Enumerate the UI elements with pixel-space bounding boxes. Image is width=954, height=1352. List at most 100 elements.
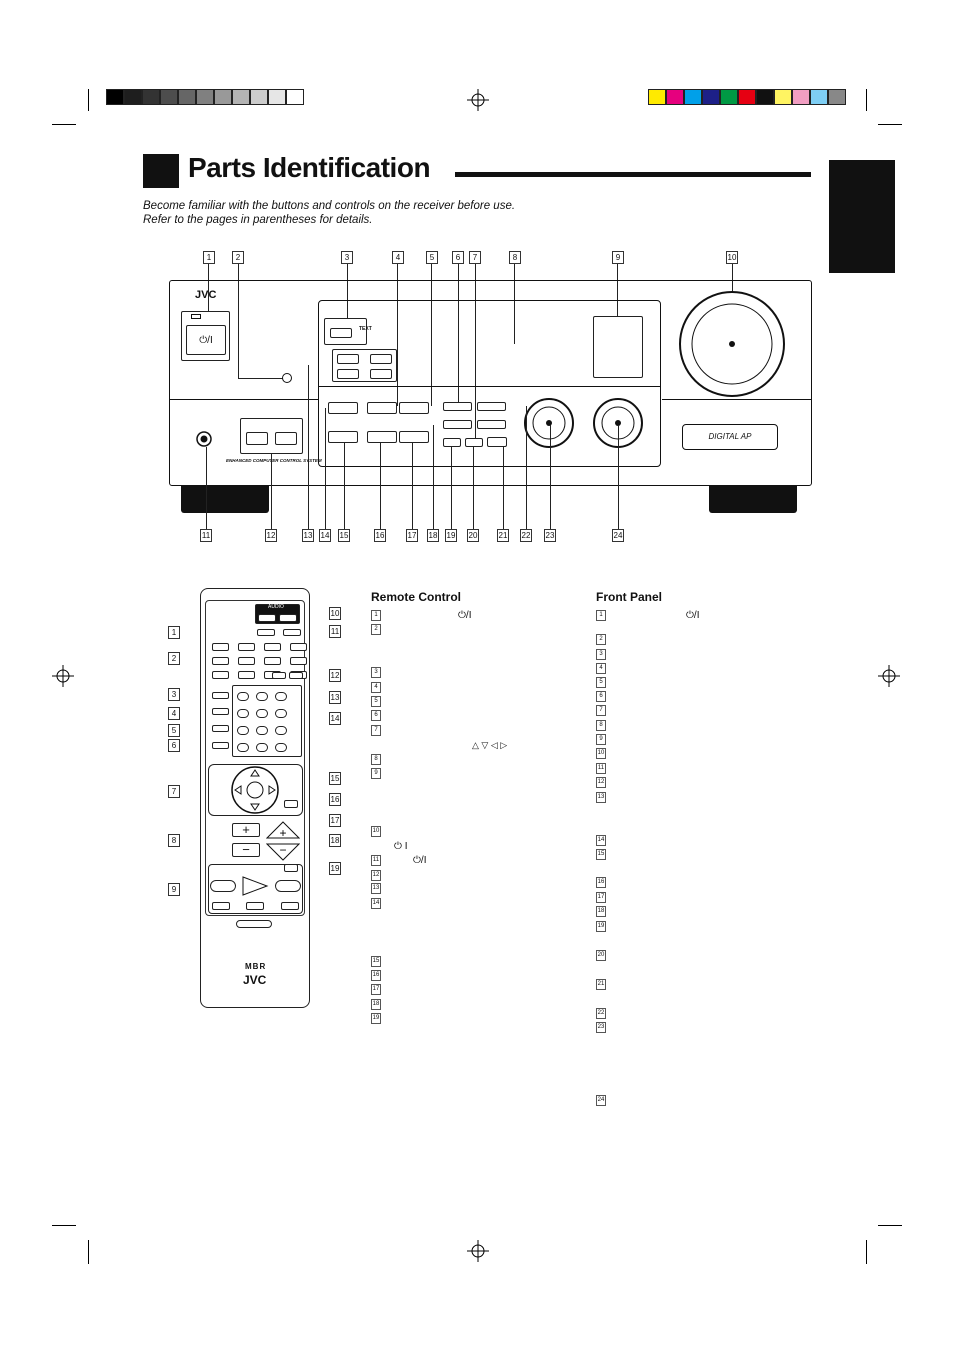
remote-item-number: 7 <box>371 725 381 736</box>
text-button[interactable] <box>330 328 352 338</box>
remote-button-4[interactable] <box>212 708 229 715</box>
callout-12: 12 <box>265 529 277 542</box>
remote-callout-3: 3 <box>168 688 180 701</box>
remote-control <box>200 588 310 1008</box>
remote-standby-button[interactable] <box>258 614 276 622</box>
input-button-3[interactable] <box>399 402 429 414</box>
remote-source-button[interactable] <box>238 643 255 651</box>
mode-button-1[interactable] <box>443 438 461 447</box>
front-power-symbol: ⏻/I <box>686 610 700 621</box>
callout-14: 14 <box>319 529 331 542</box>
input-button-4[interactable] <box>328 431 358 443</box>
remote-stop-button[interactable] <box>246 902 264 910</box>
remote-number-button[interactable] <box>237 743 249 752</box>
remote-source-button[interactable] <box>238 671 255 679</box>
callout-3: 3 <box>341 251 353 264</box>
crop-mark <box>88 1240 89 1264</box>
color-swatch <box>666 89 684 105</box>
remote-ch-up-button[interactable]: + <box>266 821 300 839</box>
remote-number-button[interactable] <box>256 709 268 718</box>
remote-button-16[interactable] <box>284 800 298 808</box>
multi-jog-knob[interactable] <box>523 397 575 449</box>
remote-callout-18: 18 <box>329 834 341 847</box>
remote-rec-button[interactable] <box>212 902 230 910</box>
remote-source-button[interactable] <box>238 657 255 665</box>
remote-power-2[interactable] <box>283 629 301 636</box>
remote-callout-8: 8 <box>168 834 180 847</box>
remote-number-button[interactable] <box>237 709 249 718</box>
input-button-6[interactable] <box>399 431 429 443</box>
front-item-number: 12 <box>596 777 606 788</box>
remote-item-number: 2 <box>371 624 381 635</box>
remote-button-6[interactable] <box>212 742 229 749</box>
color-swatch <box>648 89 666 105</box>
callout-17: 17 <box>406 529 418 542</box>
remote-item-number: 5 <box>371 696 381 707</box>
remote-number-button[interactable] <box>275 726 287 735</box>
input-button-1[interactable] <box>328 402 358 414</box>
callout-15: 15 <box>338 529 350 542</box>
remote-button-12a[interactable] <box>272 672 286 679</box>
speaker-a-button[interactable] <box>246 432 268 445</box>
remote-source-button[interactable] <box>264 657 281 665</box>
source-button-2[interactable] <box>370 354 392 364</box>
remote-number-button[interactable] <box>256 726 268 735</box>
remote-number-button[interactable] <box>256 743 268 752</box>
remote-source-button[interactable] <box>212 657 229 665</box>
remote-callout-5: 5 <box>168 724 180 737</box>
mode-button-2[interactable] <box>465 438 483 447</box>
remote-bottom-button[interactable] <box>236 920 272 928</box>
remote-button-19[interactable] <box>284 864 298 872</box>
surround-button-1[interactable] <box>443 402 472 411</box>
remote-number-button[interactable] <box>237 692 249 701</box>
power-button[interactable]: ⏻/I <box>186 325 226 355</box>
remote-button-5[interactable] <box>212 725 229 732</box>
remote-source-button[interactable] <box>290 643 307 651</box>
remote-number-button[interactable] <box>256 692 268 701</box>
remote-callout-15: 15 <box>329 772 341 785</box>
remote-vol-up-button[interactable]: + <box>232 823 260 837</box>
remote-source-button[interactable] <box>212 643 229 651</box>
remote-ff-button[interactable] <box>275 880 301 892</box>
source-button-3[interactable] <box>337 369 359 379</box>
remote-ch-down-button[interactable]: − <box>266 843 300 861</box>
remote-source-button[interactable] <box>212 671 229 679</box>
remote-dpad[interactable] <box>229 764 281 816</box>
gray-swatch <box>106 89 124 105</box>
remote-on-button[interactable] <box>279 614 297 622</box>
remote-power-1[interactable] <box>257 629 275 636</box>
brand-logo: JVC <box>195 289 217 301</box>
remote-source-button[interactable] <box>264 643 281 651</box>
remote-pause-button[interactable] <box>281 902 299 910</box>
remote-button-3[interactable] <box>212 692 229 699</box>
remote-source-button[interactable] <box>290 657 307 665</box>
language-tab <box>829 160 895 273</box>
callout-20: 20 <box>467 529 479 542</box>
source-button-4[interactable] <box>370 369 392 379</box>
remote-item-number: 4 <box>371 682 381 693</box>
remote-vol-down-button[interactable]: − <box>232 843 260 857</box>
remote-button-12b[interactable] <box>289 672 303 679</box>
input-button-2[interactable] <box>367 402 397 414</box>
source-button-1[interactable] <box>337 354 359 364</box>
input-button-5[interactable] <box>367 431 397 443</box>
remote-rewind-button[interactable] <box>210 880 236 892</box>
front-item-number: 16 <box>596 877 606 888</box>
remote-number-button[interactable] <box>237 726 249 735</box>
surround-button-4[interactable] <box>477 420 506 429</box>
remote-number-button[interactable] <box>275 709 287 718</box>
remote-play-icon[interactable] <box>241 876 269 896</box>
gray-swatch <box>286 89 304 105</box>
surround-button-3[interactable] <box>443 420 472 429</box>
remote-item-number: 16 <box>371 970 381 981</box>
speaker-b-button[interactable] <box>275 432 297 445</box>
front-item-number: 1 <box>596 610 606 621</box>
remote-number-button[interactable] <box>275 692 287 701</box>
remote-number-button[interactable] <box>275 743 287 752</box>
large-volume-knob[interactable] <box>676 288 788 400</box>
audio-label: AUDIO <box>268 604 284 610</box>
master-volume-knob[interactable] <box>592 397 644 449</box>
foot-left <box>181 486 269 513</box>
mode-button-3[interactable] <box>487 437 507 447</box>
surround-button-2[interactable] <box>477 402 506 411</box>
